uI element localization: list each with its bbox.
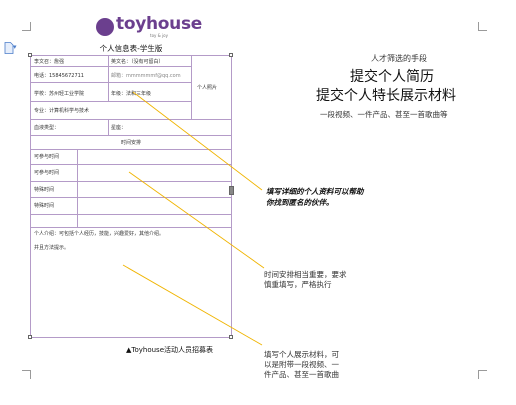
- page-corner-mark: [22, 370, 31, 379]
- photo-placeholder: 个人照片: [197, 85, 218, 91]
- form-title: 个人信息表-学生版: [99, 44, 163, 53]
- email-field: 邮箱：mmmmmmf@qq.com: [111, 73, 181, 79]
- phone-field: 电话：15845672711: [34, 73, 84, 79]
- resize-handle[interactable]: [229, 335, 233, 339]
- schedule-row-label: 可参与时间: [34, 170, 60, 176]
- page-corner-mark: [478, 370, 487, 379]
- intro-text: 并且方法提示。: [34, 245, 70, 251]
- school-field: 学校：苏州轻工业学院: [34, 91, 85, 97]
- headline-line: 人才筛选的手段: [371, 54, 427, 63]
- personal-info-form: 李文召：詹强 英文名：（没有可留白） 电话：15845672711 邮箱：mmm…: [30, 55, 232, 338]
- headline-line: 提交个人简历: [350, 69, 434, 85]
- logo-mark: [96, 18, 114, 36]
- document-icon[interactable]: [4, 42, 14, 54]
- english-name-field: 英文名：（没有可留白）: [111, 59, 164, 65]
- schedule-row-label: 可参与时间: [34, 154, 60, 160]
- headline-line: 一段视频、一件产品、甚至一首歌曲等: [320, 110, 448, 119]
- zodiac-field: 星座：: [111, 125, 127, 131]
- grade-field: 年级：法和三年级: [111, 91, 152, 97]
- resize-handle[interactable]: [28, 53, 32, 57]
- blood-type-field: 血液类型：: [34, 125, 60, 131]
- annotation-note: 填写详细的个人资料可以帮助 你找到匿名的伙伴。: [266, 187, 364, 207]
- annotation-note: 时间安排相当重要，要求 慎重填写，严格执行: [264, 270, 347, 289]
- chevron-down-icon[interactable]: ▾: [13, 43, 17, 51]
- logo-subtext: toy & joy: [150, 33, 168, 38]
- schedule-title: 时间安排: [120, 140, 141, 146]
- schedule-row-label: 特殊时间: [34, 187, 55, 193]
- logo-text: toyhouse: [116, 14, 203, 34]
- resize-handle[interactable]: [229, 53, 233, 57]
- page-corner-mark: [22, 22, 31, 31]
- resize-handle[interactable]: [28, 335, 32, 339]
- page-corner-mark: [478, 22, 487, 31]
- resize-handle[interactable]: [229, 186, 234, 195]
- annotation-note: 填写个人展示材料，可 以是附带一段视频、一 件产品、甚至一首歌曲: [264, 350, 339, 379]
- schedule-row-label: 特殊时间: [34, 203, 55, 209]
- major-field: 专业：计算机科学与技术: [34, 108, 90, 114]
- intro-text: 个人介绍：可包括个人经历，技能，兴趣爱好，其他介绍。: [34, 231, 165, 237]
- name-field: 李文召：詹强: [34, 59, 65, 65]
- headline-line: 提交个人特长展示材料: [316, 88, 456, 104]
- form-caption: ▲Toyhouse活动人员招募表: [126, 346, 214, 354]
